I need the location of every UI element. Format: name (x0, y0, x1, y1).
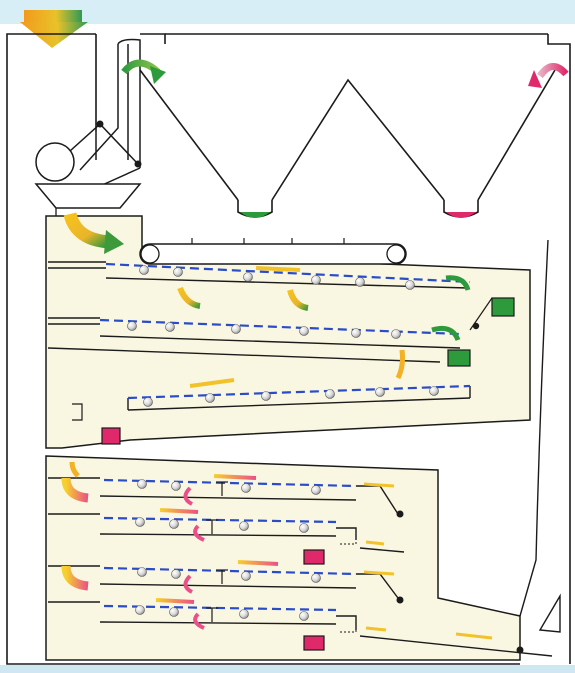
pink-outlet-lower (304, 550, 324, 564)
top-conveyor (140, 238, 406, 264)
lower-chamber (46, 456, 520, 660)
feed-roller (36, 143, 74, 181)
pivot-dot (97, 121, 104, 128)
pivot-dot (135, 161, 142, 168)
feed-arrow-icon (20, 10, 88, 48)
feed-hopper (36, 184, 140, 208)
top-band (0, 0, 575, 24)
dust-duct-outline (140, 70, 555, 217)
pink-outlet-upper (102, 428, 120, 444)
bottom-band (0, 665, 575, 673)
pink-outlet-top (446, 212, 476, 218)
pink-outlet-lower (304, 636, 324, 650)
green-outlet-top (240, 212, 270, 218)
